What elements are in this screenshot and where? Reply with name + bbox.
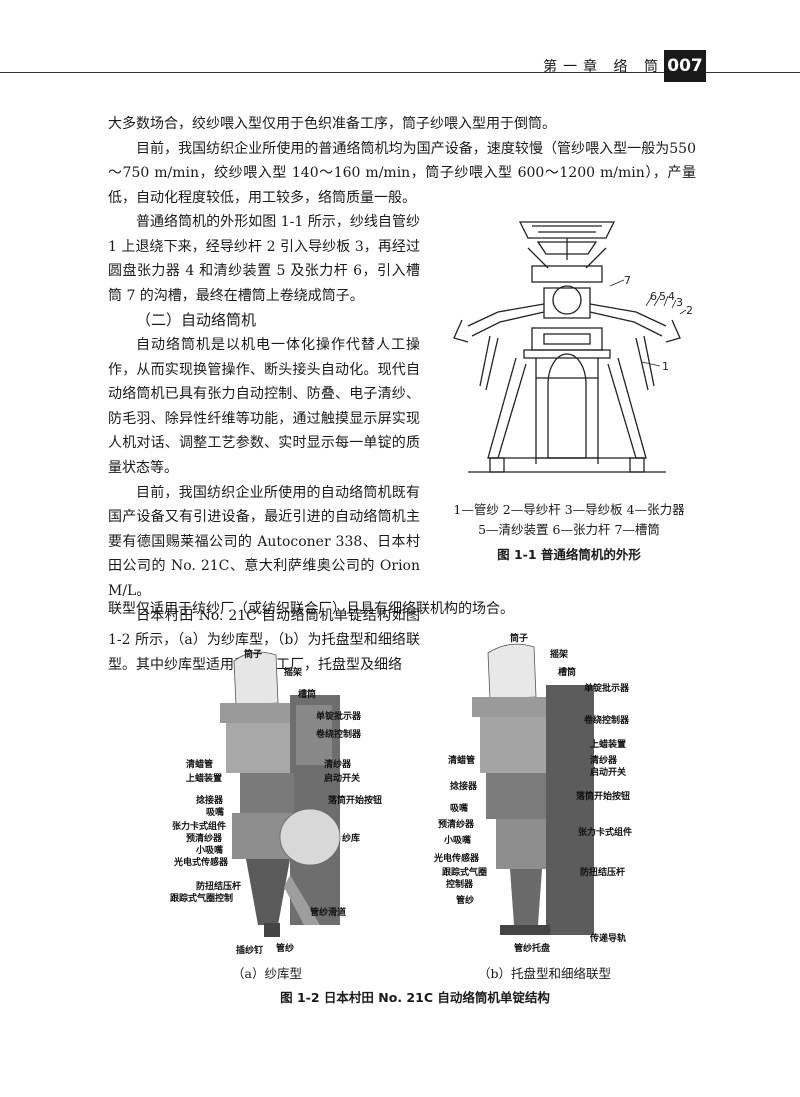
paragraph-2: 目前，我国纺织企业所使用的普通络筒机均为国产设备，速度较慢（管纱喂入型一般为55… [108, 140, 696, 206]
label-a-indicator: 单锭批示器 [316, 712, 362, 722]
label-b-sensor: 光电传感器 [434, 854, 480, 864]
paragraph-3: 普通络筒机的外形如图 1-1 所示，纱线自管纱 1 上退绕下来，经导纱杆 2 引… [108, 214, 420, 304]
paragraph-1: 大多数场合，绞纱喂入型仅用于色织准备工序，筒子纱喂入型用于倒筒。 [108, 116, 556, 132]
paragraph-5: 目前，我国纺织企业所使用的自动络筒机既有国产设备又有引进设备，最近引进的自动络筒… [108, 484, 420, 599]
label-a-balloon: 跟踪式气圈控制 [170, 894, 234, 904]
section-heading: （二）自动络筒机 [136, 311, 257, 330]
figure-1-legend-line-1: 1—管纱 2—导纱杆 3—导纱板 4—张力器 [453, 502, 685, 517]
page-header: 第一章 络 筒 007 [0, 50, 800, 88]
figure-1-caption: 图 1-1 普通络筒机的外形 [497, 547, 641, 562]
label-b-pre-clearer: 预清纱器 [438, 820, 475, 830]
header-rule [0, 72, 800, 73]
body-text-top: 大多数场合，绞纱喂入型仅用于色织准备工序，筒子纱喂入型用于倒筒。 目前，我国纺织… [108, 112, 696, 210]
label-a-chute: 管纱滑道 [310, 908, 347, 918]
figure-1-legend-line-2: 5—清纱装置 6—张力杆 7—槽筒 [478, 522, 660, 537]
subcaption-a: （a）纱库型 [232, 966, 302, 981]
label-b-cop: 管纱 [456, 896, 475, 906]
figure-1-1: 7 6 5 4 3 2 1 1—管纱 2—导纱杆 3—导纱板 4—张力器 5—清… [428, 208, 710, 562]
callout-7: 7 [624, 274, 631, 287]
label-b-indicator: 单锭批示器 [584, 684, 630, 694]
label-a-sensor: 光电式传感器 [174, 858, 229, 868]
label-b-doff-button: 落筒开始按钮 [576, 792, 631, 802]
machine-b-illustration [472, 643, 594, 935]
label-b-wax-cleaner: 清蜡管 [448, 756, 476, 766]
label-b-bobbin: 筒子 [510, 634, 529, 644]
label-a-clearer: 清纱器 [324, 760, 352, 770]
label-a-start-switch: 启动开关 [324, 774, 361, 784]
label-b-cradle: 摇架 [550, 650, 569, 660]
callout-3: 3 [676, 296, 683, 309]
label-b-splicer: 捻接器 [450, 782, 478, 792]
figure-2-caption: 图 1-2 日本村田 No. 21C 自动络筒机单锭结构 [280, 990, 550, 1005]
label-b-suction: 吸嘴 [450, 804, 469, 814]
callout-2: 2 [686, 304, 693, 317]
label-a-suction: 吸嘴 [206, 808, 225, 818]
body-text-bottom: 联型仅适用于纺纱厂（或纺织联合厂）且具有细络联机构的场合。 [108, 597, 696, 622]
callout-1: 1 [662, 360, 669, 373]
label-b-transfer-rail: 传递导轨 [590, 934, 627, 944]
machine-a-illustration [220, 651, 341, 937]
label-a-doff-button: 落筒开始按钮 [328, 796, 383, 806]
label-b-start-switch: 启动开关 [590, 768, 627, 778]
label-a-drum: 槽筒 [298, 690, 317, 700]
label-a-wax-cleaner: 清蜡管 [186, 760, 214, 770]
label-a-pre-clearer: 预清纱器 [186, 834, 223, 844]
label-a-winding-controller: 卷绕控制器 [316, 730, 362, 740]
label-b-winding-controller: 卷绕控制器 [584, 716, 630, 726]
label-b-balloon: 跟踪式气圈 [442, 868, 488, 878]
subcaption-b: （b）托盘型和细络联型 [478, 966, 612, 981]
paragraph-6-cont: 联型仅适用于纺纱厂（或纺织联合厂）且具有细络联机构的场合。 [108, 601, 514, 617]
label-a-tension: 张力卡式组件 [172, 822, 227, 832]
page-number: 007 [664, 50, 706, 82]
figure-1-2: 筒子 摇架 槽筒 单锭批示器 卷绕控制器 清蜡管 上蜡装置 清纱器 启动开关 捻… [170, 625, 650, 1015]
label-b-small-suction: 小吸嘴 [444, 836, 472, 846]
label-b-waxing: 上蜡装置 [590, 740, 627, 750]
spindle-photos [220, 643, 594, 937]
label-a-bobbin: 筒子 [244, 650, 263, 660]
label-a-cop: 管纱 [276, 944, 295, 954]
label-b-tension: 张力卡式组件 [578, 828, 633, 838]
label-a-peg: 插纱钉 [236, 946, 264, 956]
label-b-clearer: 清纱器 [590, 756, 618, 766]
callout-4: 4 [668, 290, 675, 303]
chapter-title: 第一章 络 筒 [543, 59, 664, 75]
label-a-magazine: 纱库 [342, 834, 361, 844]
label-a-splicer: 捻接器 [196, 796, 224, 806]
label-b-balloon-controller: 控制器 [446, 880, 474, 890]
label-b-anti-kink: 防扭结压杆 [580, 868, 626, 878]
label-a-cradle: 摇架 [284, 668, 303, 678]
label-a-waxing: 上蜡装置 [186, 774, 223, 784]
label-a-small-suction: 小吸嘴 [196, 846, 224, 856]
label-a-anti-kink: 防扭结压杆 [196, 882, 242, 892]
winding-machine-drawing: 7 6 5 4 3 2 1 [453, 221, 693, 473]
label-b-tray: 管纱托盘 [514, 944, 551, 954]
callout-5: 5 [659, 290, 666, 303]
callout-6: 6 [650, 290, 657, 303]
label-b-drum: 槽筒 [558, 668, 577, 678]
paragraph-4: 自动络筒机是以机电一体化操作代替人工操作，从而实现换管操作、断头接头自动化。现代… [108, 336, 420, 476]
